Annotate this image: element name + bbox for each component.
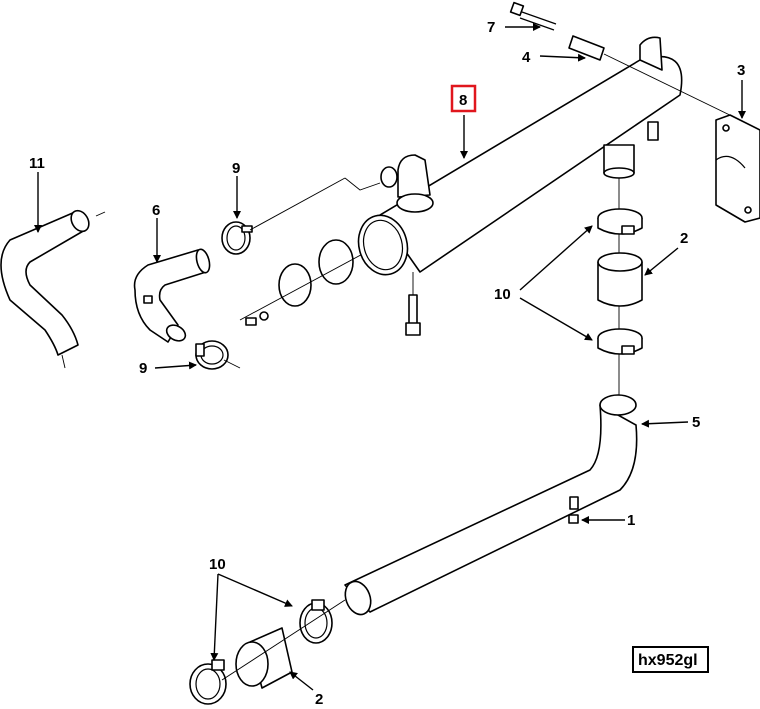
callout-arrows <box>34 23 746 691</box>
callout-8: 8 <box>459 92 467 109</box>
part-7-bolt[interactable] <box>509 1 557 31</box>
reference-code: hx952gl <box>638 652 698 669</box>
part-3-bracket[interactable] <box>715 114 760 223</box>
callout-10-lower: 10 <box>209 556 226 573</box>
part-10-clamp-lower-left[interactable] <box>189 659 227 705</box>
leader-line <box>221 599 346 681</box>
callout-1: 1 <box>627 512 635 529</box>
callout-10-right: 10 <box>494 286 511 303</box>
leader-line <box>344 177 381 191</box>
part-2-sleeve-lower[interactable] <box>235 627 293 689</box>
callout-7: 7 <box>487 19 495 36</box>
part-10-clamp-lower-right[interactable] <box>299 599 333 644</box>
part-10-clamp-right-lower[interactable] <box>597 328 643 355</box>
callout-6: 6 <box>152 202 160 219</box>
callout-2-lower: 2 <box>315 691 323 708</box>
callout-2-right: 2 <box>680 230 688 247</box>
part-1-fitting[interactable] <box>568 514 579 524</box>
callout-5: 5 <box>692 414 700 431</box>
part-9-clamp-lower[interactable] <box>195 340 229 370</box>
part-5-lower-tube[interactable] <box>341 394 638 618</box>
part-2-sleeve-right[interactable] <box>597 252 643 307</box>
callout-9-lower: 9 <box>139 360 147 377</box>
leader-line <box>223 359 241 369</box>
part-10-clamp-right-upper[interactable] <box>597 208 643 235</box>
callout-9-upper: 9 <box>232 160 240 177</box>
callout-8-highlight-box <box>450 84 477 113</box>
reference-code-box <box>632 646 709 673</box>
part-4-sleeve[interactable] <box>568 35 741 121</box>
callout-3: 3 <box>737 62 745 79</box>
part-11-hose[interactable] <box>0 207 106 369</box>
callout-11: 11 <box>29 155 45 172</box>
part-9-clamp-upper[interactable] <box>221 221 253 255</box>
part-8-heat-exchanger[interactable] <box>352 36 683 336</box>
callout-4: 4 <box>522 49 531 66</box>
leader-line <box>249 177 346 231</box>
part-6-elbow-hose[interactable] <box>133 248 212 344</box>
gasket-plates[interactable] <box>239 239 371 326</box>
